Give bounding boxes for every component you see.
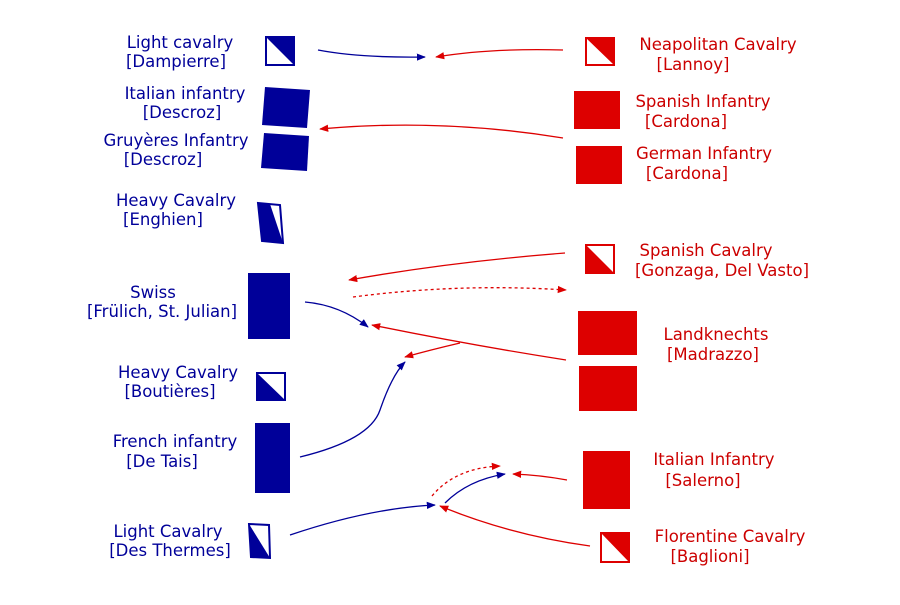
imperial-landknechts-symbol-2 (579, 366, 637, 411)
french-unit-5-commander: [Frülich, St. Julian] (87, 302, 237, 321)
arrow-baglioni (439, 505, 591, 547)
imperial-unit-1-name: Neapolitan Cavalry (639, 35, 797, 54)
imperial-unit-4-name: Spanish Cavalry (639, 241, 772, 260)
imperial-spanish-infantry-symbol (574, 91, 620, 129)
imperial-neapolitan-cavalry-symbol (585, 37, 615, 66)
french-heavy-cavalry-enghien-symbol (256, 201, 285, 245)
french-unit-3-commander: [Descroz] (124, 150, 203, 169)
imperial-florentine-cavalry-symbol (600, 532, 630, 563)
french-unit-8-name: Light Cavalry (113, 522, 222, 541)
french-unit-6-commander: [Boutières] (124, 382, 215, 401)
french-unit-2-commander: [Descroz] (143, 103, 222, 122)
french-swiss-symbol (248, 273, 290, 339)
imperial-unit-1-commander: [Lannoy] (657, 55, 730, 74)
arrow-spanish-cavalry-dotted (352, 285, 567, 298)
arrow-swiss (304, 301, 369, 328)
imperial-german-infantry-symbol (576, 146, 622, 184)
french-unit-4-name: Heavy Cavalry (116, 191, 236, 210)
arrow-de-tais (299, 361, 406, 458)
imperial-unit-2-name: Spanish Infantry (635, 92, 770, 111)
imperial-unit-4-commander: [Gonzaga, Del Vasto] (635, 261, 809, 280)
french-italian-infantry-symbol (262, 87, 310, 128)
arrow-baglioni-dotted (431, 462, 501, 497)
arrow-salerno (512, 470, 568, 481)
imperial-unit-7-commander: [Baglioni] (670, 547, 749, 566)
arrow-des-thermes (289, 501, 436, 536)
imperial-spanish-cavalry-symbol (585, 244, 615, 274)
movement-arrows (289, 48, 591, 547)
arrow-spanish-cavalry (348, 252, 566, 283)
imperial-unit-2-commander: [Cardona] (645, 112, 727, 131)
arrow-landknechts (371, 323, 567, 361)
imperial-unit-5-name: Landknechts (664, 325, 769, 344)
french-unit-6-name: Heavy Cavalry (118, 363, 238, 382)
imperial-unit-6-name: Italian Infantry (653, 450, 774, 469)
french-light-cavalry-symbol (265, 36, 295, 66)
arrow-des-thermes-continue (444, 471, 506, 504)
french-unit-1-commander: [Dampierre] (126, 52, 226, 71)
french-unit-8-commander: [Des Thermes] (109, 541, 231, 560)
imperial-unit-3-commander: [Cardona] (646, 164, 728, 183)
french-unit-2-name: Italian infantry (125, 84, 246, 103)
french-unit-5-name: Swiss (130, 283, 176, 302)
french-heavy-cavalry-boutieres-symbol (256, 372, 286, 401)
imperial-unit-3-name: German Infantry (636, 144, 772, 163)
imperial-landknechts-symbol-1 (578, 311, 637, 355)
arrow-landknechts-branch (404, 342, 461, 359)
arrow-dampierre (317, 49, 426, 61)
french-unit-7-commander: [De Tais] (126, 452, 198, 471)
french-unit-4-commander: [Enghien] (123, 210, 203, 229)
french-light-cavalry-des-thermes-symbol (247, 522, 272, 560)
french-infantry-symbol (255, 423, 290, 493)
french-unit-3-name: Gruyères Infantry (103, 131, 248, 150)
french-symbols (247, 36, 310, 560)
imperial-italian-infantry-symbol (583, 451, 630, 509)
arrow-lannoy (435, 48, 564, 60)
imperial-labels: Neapolitan Cavalry [Lannoy] Spanish Infa… (635, 35, 809, 566)
french-gruyeres-infantry-symbol (261, 133, 309, 171)
imperial-unit-5-commander: [Madrazzo] (667, 345, 759, 364)
french-unit-7-name: French infantry (113, 432, 238, 451)
imperial-unit-6-commander: [Salerno] (665, 471, 740, 490)
french-unit-1-name: Light cavalry (127, 33, 234, 52)
french-labels: Light cavalry [Dampierre] Italian infant… (87, 33, 249, 560)
imperial-symbols (574, 37, 637, 563)
imperial-unit-7-name: Florentine Cavalry (655, 527, 806, 546)
arrow-cardona (319, 124, 564, 139)
